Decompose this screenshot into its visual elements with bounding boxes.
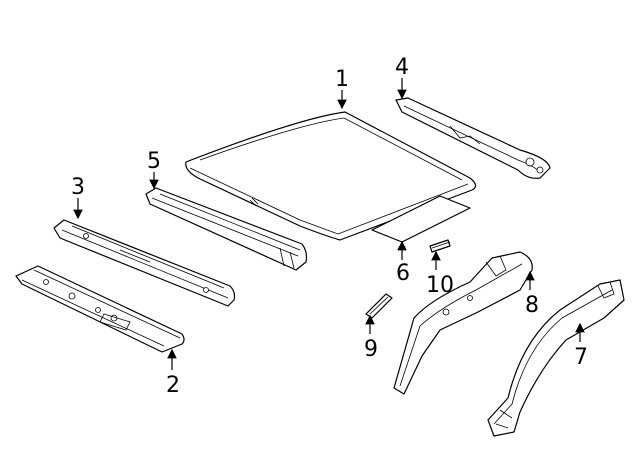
front-rail-part-2[interactable] — [15, 265, 185, 353]
bracket-part-9[interactable] — [365, 293, 393, 319]
callout-7: 7 — [574, 345, 588, 370]
callout-6: 6 — [396, 261, 410, 286]
callout-4: 4 — [395, 55, 409, 80]
side-rail-part-4[interactable] — [395, 97, 551, 179]
callout-1: 1 — [335, 67, 349, 92]
callout-2: 2 — [166, 373, 180, 398]
callout-9: 9 — [364, 337, 378, 362]
pillar-part-7[interactable] — [487, 279, 625, 437]
callout-8: 8 — [525, 293, 539, 318]
callout-3: 3 — [71, 175, 85, 200]
bracket-part-10[interactable] — [429, 239, 451, 253]
roof-pad-part-6[interactable] — [371, 195, 471, 243]
callout-10: 10 — [426, 273, 454, 298]
roof-panel-part-1[interactable] — [185, 111, 477, 241]
callout-5: 5 — [147, 149, 161, 174]
header-bow-part-5[interactable] — [145, 187, 308, 271]
pillar-part-8[interactable] — [393, 251, 533, 395]
roof-bow-part-3[interactable] — [53, 219, 236, 307]
